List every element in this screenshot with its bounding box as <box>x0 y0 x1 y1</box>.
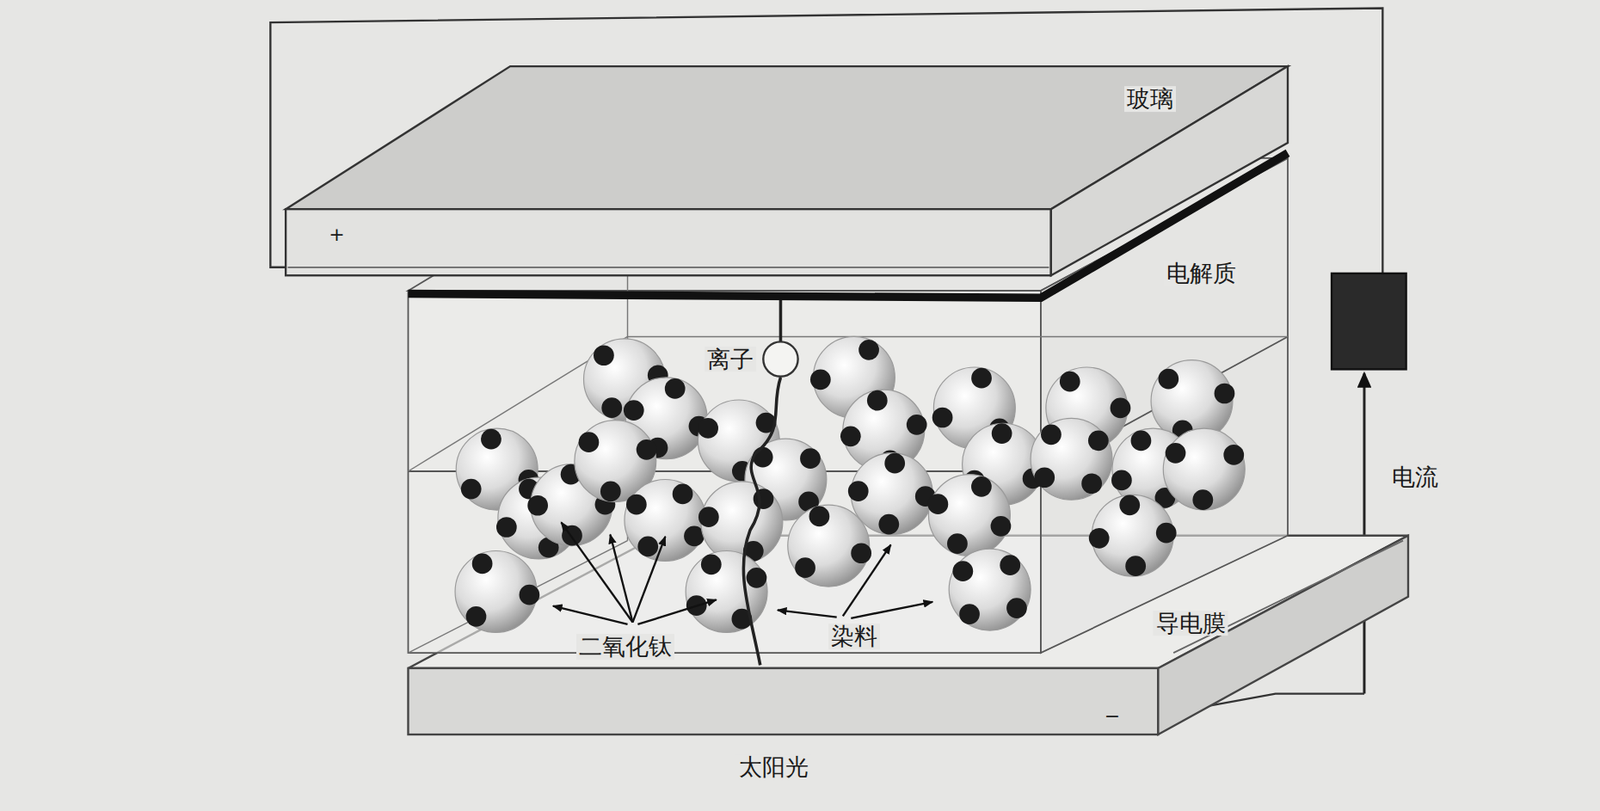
dye-dot <box>800 448 821 469</box>
dye-dot <box>932 407 954 429</box>
dye-dot <box>1081 473 1102 494</box>
dye-dot <box>601 397 622 419</box>
titania-sphere <box>1163 428 1245 511</box>
dye-dot <box>472 553 493 575</box>
dye-dot <box>878 514 899 536</box>
dye-dot <box>578 431 600 453</box>
dye-dot <box>1165 443 1187 464</box>
dye-dot <box>850 542 872 564</box>
dye-dot <box>1157 369 1179 390</box>
dye-dot <box>519 584 541 606</box>
dye-dot <box>1131 430 1152 452</box>
polarity-sign: + <box>326 224 347 246</box>
dye-dot <box>906 414 928 436</box>
dye-dot <box>947 533 968 554</box>
dye-dot <box>1125 555 1146 577</box>
dye-dot <box>952 560 973 582</box>
titania-sphere <box>685 551 768 634</box>
dye-dot <box>626 494 647 516</box>
titania-sphere <box>948 548 1031 631</box>
dye-dot <box>593 344 615 366</box>
titania-sphere <box>624 479 707 561</box>
dye-dot <box>636 439 658 461</box>
dye-dot <box>1006 597 1028 619</box>
ion-label: 离子 <box>704 346 757 373</box>
dye-dot <box>752 447 774 468</box>
dye-dot <box>697 418 719 439</box>
dye-dot <box>701 553 722 575</box>
dye-label: 染料 <box>828 623 880 650</box>
dye-dot <box>1214 383 1236 405</box>
dye-dot <box>527 495 548 517</box>
dye-dot <box>959 603 980 625</box>
dye-dot <box>664 378 686 400</box>
dye-dot <box>794 557 816 579</box>
dye-dot <box>496 516 517 538</box>
dye-dot <box>867 390 888 412</box>
dye-dot <box>637 536 659 558</box>
dye-dot <box>1192 489 1213 511</box>
titania-label: 二氧化钛 <box>576 633 675 660</box>
dye-dot <box>999 554 1021 576</box>
dye-dot <box>672 484 694 505</box>
glass-label: 玻璃 <box>1124 86 1176 112</box>
dye-dot <box>1059 371 1081 393</box>
dye-dot <box>698 506 720 528</box>
dye-dot <box>971 476 992 498</box>
dye-dot <box>1040 424 1062 445</box>
dye-dot <box>600 481 622 503</box>
current-label: 电流 <box>1389 464 1441 491</box>
titania-sphere <box>1030 418 1113 500</box>
dye-dot <box>840 425 862 447</box>
dye-dot <box>461 479 482 500</box>
dye-dot <box>1110 398 1132 419</box>
dye-dot <box>884 453 905 474</box>
film-label: 导电膜 <box>1153 610 1229 637</box>
dye-dot <box>1119 494 1140 516</box>
dye-dot <box>480 429 502 450</box>
dye-dot <box>810 369 831 391</box>
dye-dot <box>809 506 831 528</box>
polarity-sign: − <box>1101 706 1123 727</box>
sunlight-label: 太阳光 <box>736 754 812 781</box>
dye-dot <box>928 493 949 515</box>
dye-dot <box>1089 528 1110 549</box>
load-box <box>1331 273 1407 370</box>
dye-dot <box>1088 430 1109 451</box>
dye-dot <box>990 516 1012 537</box>
dye-dot <box>991 423 1013 444</box>
dye-dot <box>971 368 992 389</box>
dye-dot <box>466 606 487 628</box>
dye-dot <box>623 400 645 421</box>
dye-dot <box>1156 523 1177 544</box>
titania-sphere <box>928 474 1010 557</box>
dye-dot <box>746 567 768 589</box>
dye-dot <box>848 480 869 502</box>
dye-dot <box>1033 467 1055 488</box>
dye-dot <box>1223 444 1244 466</box>
dye-dot <box>1111 470 1133 492</box>
dye-dot <box>858 339 880 361</box>
electrolyte-label: 电解质 <box>1163 260 1239 287</box>
